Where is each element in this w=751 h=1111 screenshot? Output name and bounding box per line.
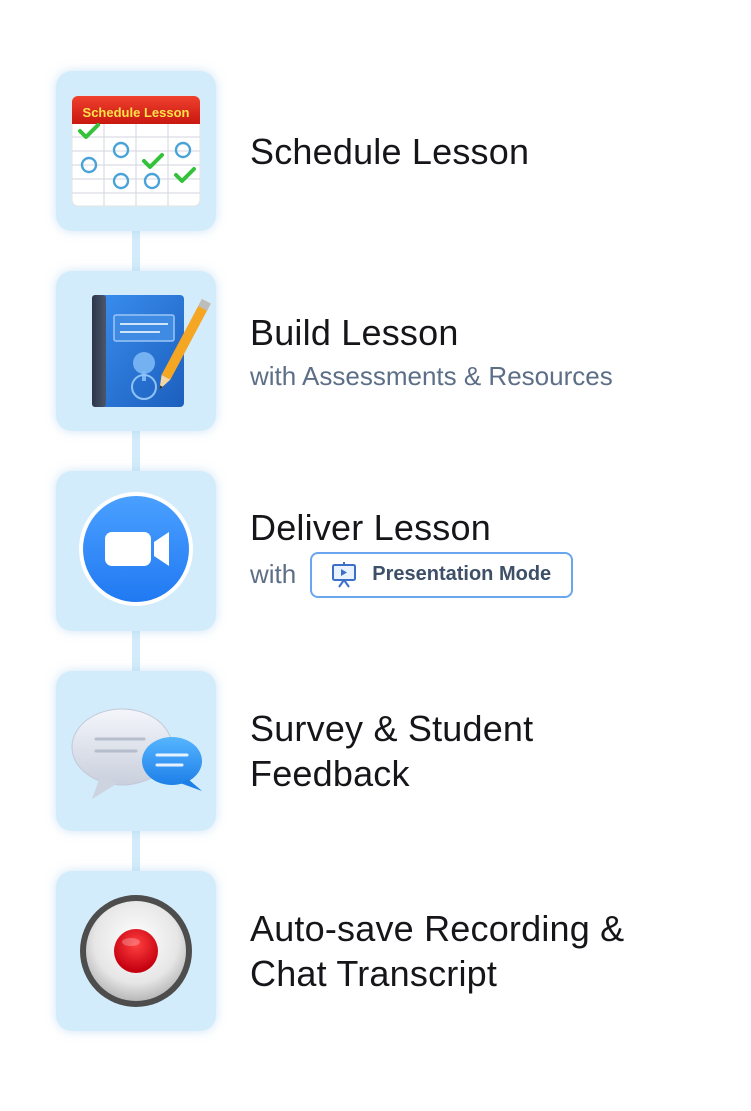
step-title-line-1: Auto-save Recording & xyxy=(250,908,625,949)
step-title: Deliver Lesson xyxy=(250,506,491,548)
step-icon-tile xyxy=(56,671,216,831)
presentation-mode-label: Presentation Mode xyxy=(372,563,552,585)
step-build-lesson[interactable]: Build Lesson with Assessments & Resource… xyxy=(56,271,736,431)
step-icon-tile xyxy=(56,871,216,1031)
step-title-line-2: Chat Transcript xyxy=(250,953,498,994)
video-camera-icon xyxy=(79,492,193,606)
step-subtitle-row: with Presentation Mode xyxy=(250,551,730,598)
presentation-board-icon xyxy=(332,561,357,588)
step-text: Auto-save Recording & Chat Transcript xyxy=(250,871,730,1031)
step-schedule-lesson[interactable]: Schedule Lesson xyxy=(56,71,736,231)
calendar-header-text: Schedule Lesson xyxy=(83,105,190,120)
step-text: Deliver Lesson with Presentation Mode xyxy=(250,471,730,631)
step-title: Schedule Lesson xyxy=(250,130,530,172)
step-text: Schedule Lesson xyxy=(250,71,730,231)
step-title-line-1: Survey & Student xyxy=(250,708,534,749)
step-survey-feedback[interactable]: Survey & Student Feedback xyxy=(56,671,736,831)
step-title-line-2: Feedback xyxy=(250,753,410,794)
step-text: Survey & Student Feedback xyxy=(250,671,730,831)
with-label: with xyxy=(250,559,297,589)
step-subtitle: with Assessments & Resources xyxy=(250,360,613,391)
step-title: Build Lesson xyxy=(250,311,459,353)
speech-bubbles-icon xyxy=(71,708,202,799)
step-auto-save-recording[interactable]: Auto-save Recording & Chat Transcript xyxy=(56,871,736,1031)
notebook-pencil-icon xyxy=(92,295,211,407)
record-button-icon xyxy=(80,895,192,1007)
step-text: Build Lesson with Assessments & Resource… xyxy=(250,271,730,431)
step-icon-tile: Schedule Lesson xyxy=(56,71,216,231)
step-icon-tile xyxy=(56,271,216,431)
step-icon-tile xyxy=(56,471,216,631)
presentation-mode-button[interactable]: Presentation Mode xyxy=(310,551,574,598)
step-deliver-lesson[interactable]: Deliver Lesson with Presentation Mode xyxy=(56,471,736,631)
calendar-icon: Schedule Lesson xyxy=(71,95,201,207)
